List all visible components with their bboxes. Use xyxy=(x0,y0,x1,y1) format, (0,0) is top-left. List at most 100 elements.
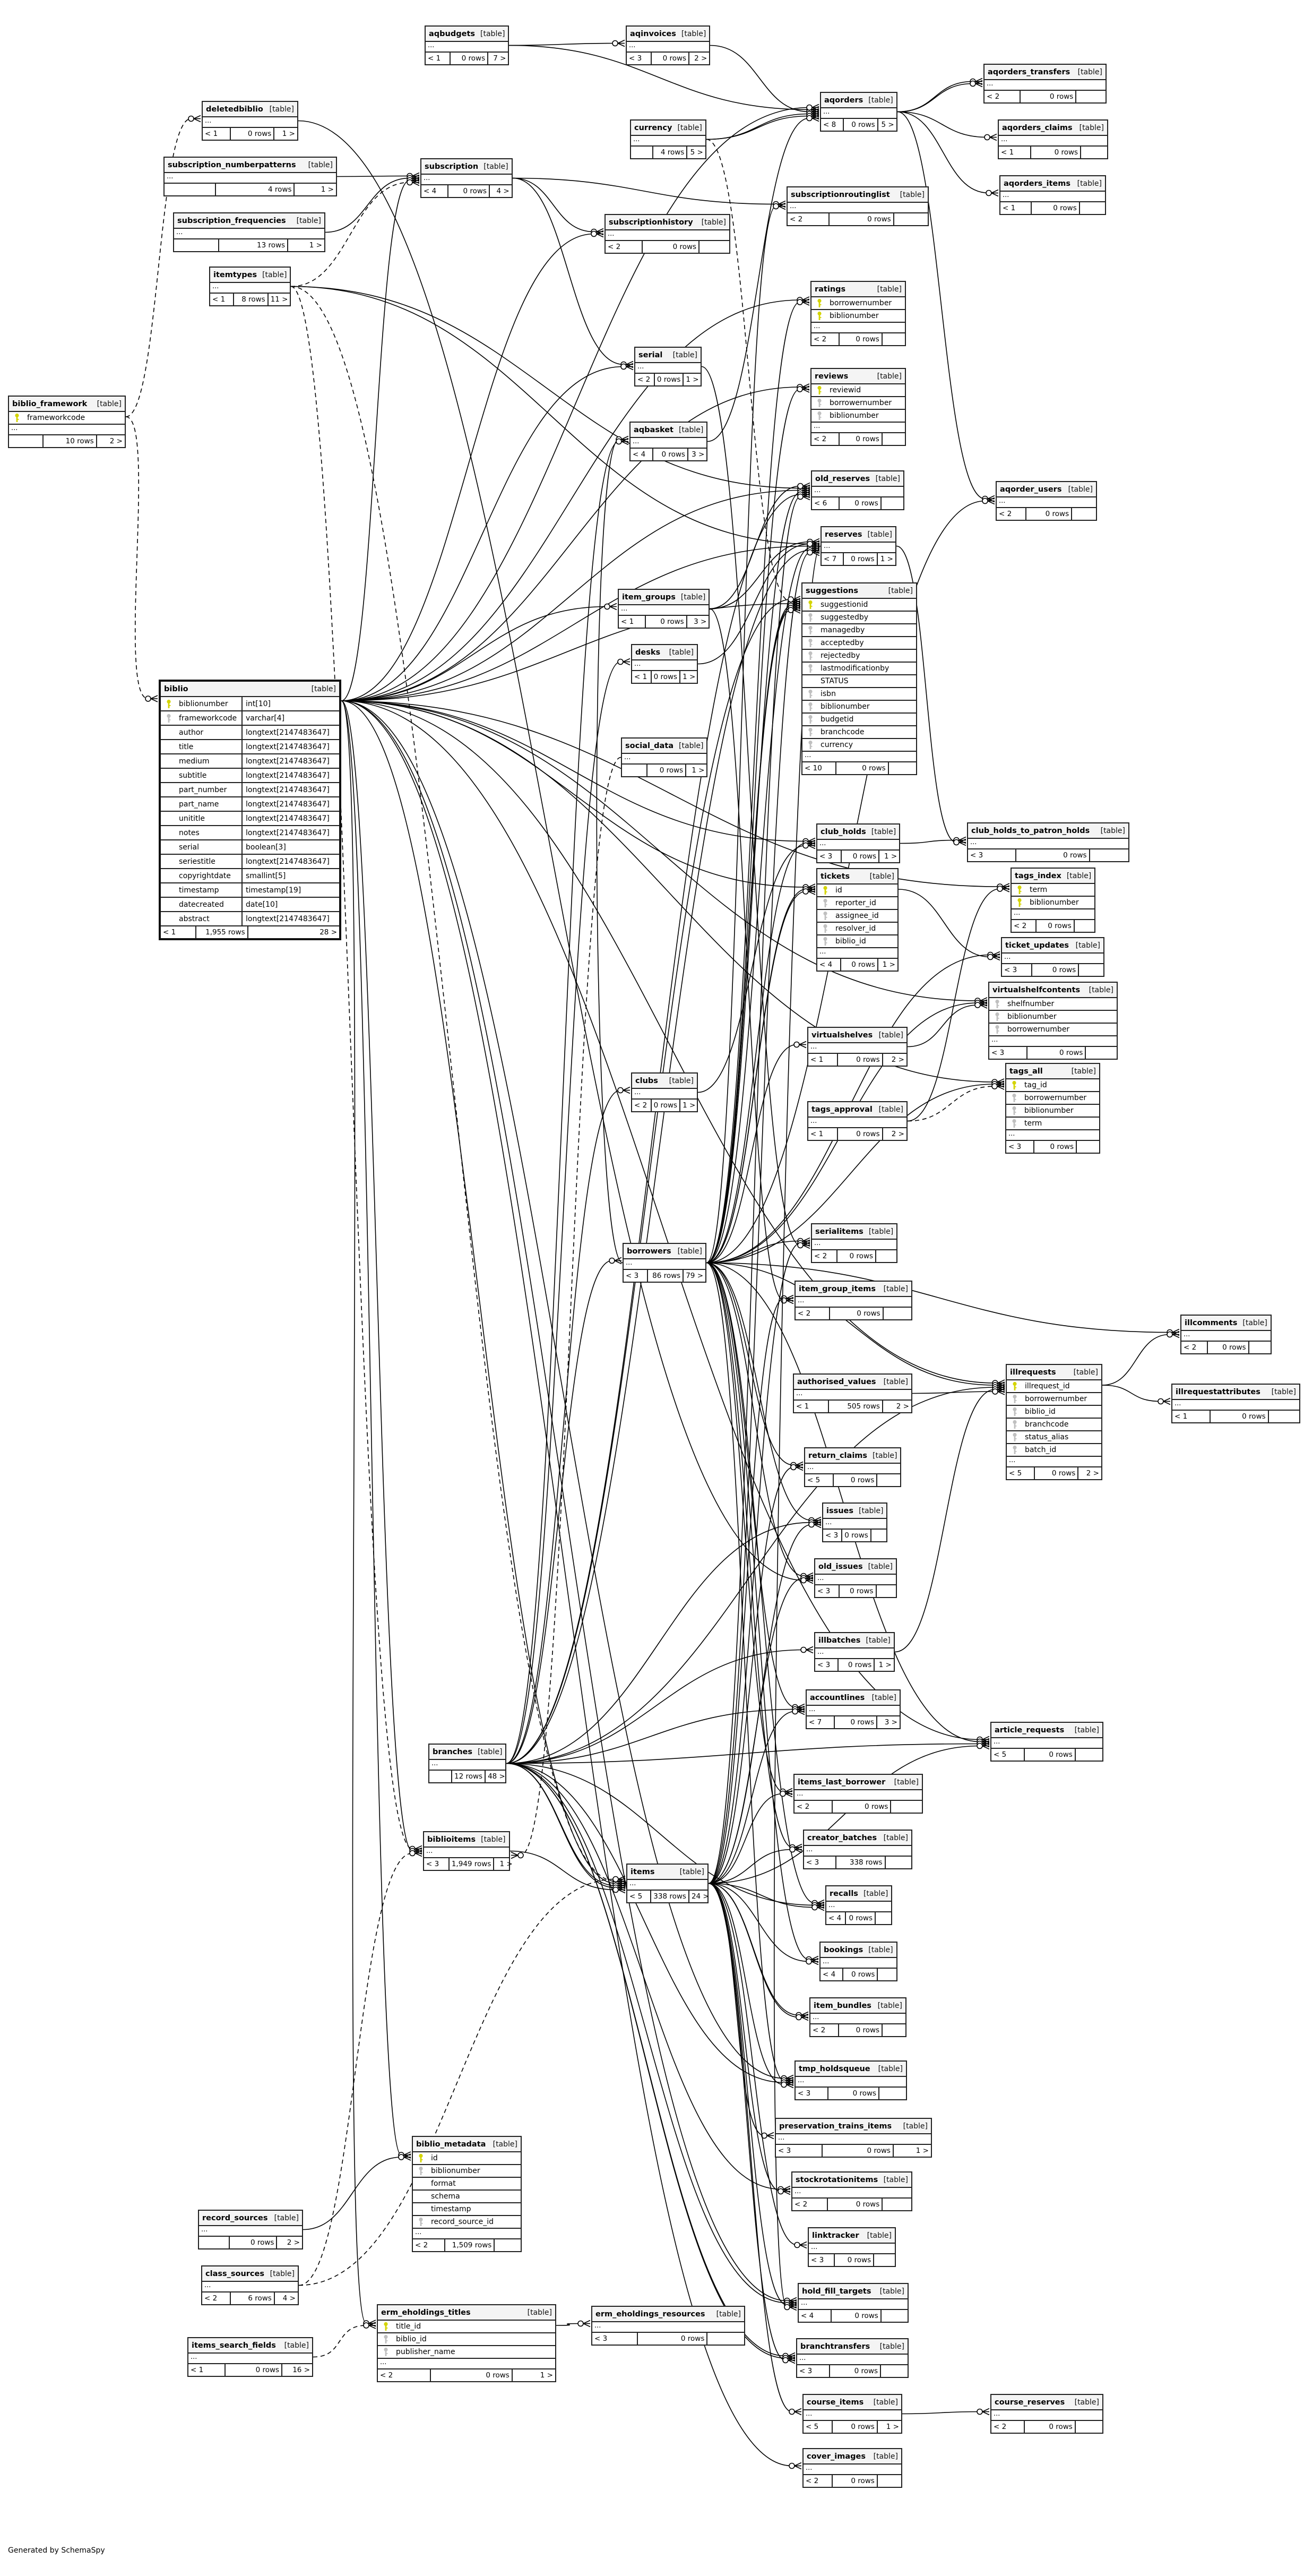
child-count[interactable] xyxy=(1269,1411,1299,1422)
table-illbatches[interactable]: illbatches [table]... < 3 0 rows 1 > xyxy=(814,1632,895,1672)
table-items[interactable]: items [table]... < 5 338 rows 24 > xyxy=(626,1864,709,1903)
table-header[interactable]: biblio_metadata [table] xyxy=(413,2137,521,2152)
child-count[interactable] xyxy=(1077,1141,1099,1153)
table-column[interactable]: borrowernumber xyxy=(811,297,905,310)
table-currency[interactable]: currency [table]... 4 rows 5 > xyxy=(630,119,706,159)
more-columns-ellipsis[interactable]: ... xyxy=(631,136,705,147)
table-biblio-framework[interactable]: biblio_framework [table]frameworkcode...… xyxy=(8,396,126,448)
more-columns-ellipsis[interactable]: ... xyxy=(627,1880,707,1891)
table-header[interactable]: serialitems [table] xyxy=(812,1224,897,1240)
table-ticket-updates[interactable]: ticket_updates [table]... < 3 0 rows xyxy=(1001,937,1104,977)
more-columns-ellipsis[interactable]: ... xyxy=(810,2014,905,2024)
parent-count[interactable]: < 4 xyxy=(826,1912,846,1924)
child-count[interactable]: 16 > xyxy=(292,2366,310,2374)
table-illrequestattributes[interactable]: illrequestattributes [table]... < 1 0 ro… xyxy=(1171,1384,1300,1423)
table-serial[interactable]: serial [table]... < 2 0 rows 1 > xyxy=(634,347,702,387)
child-count[interactable]: 7 > xyxy=(493,54,506,63)
more-columns-ellipsis[interactable]: ... xyxy=(624,1259,705,1270)
more-columns-ellipsis[interactable]: ... xyxy=(792,2188,911,2199)
table-old-issues[interactable]: old_issues [table]... < 3 0 rows xyxy=(814,1558,897,1598)
table-header[interactable]: bookings [table] xyxy=(821,1943,896,1958)
parent-count[interactable]: < 3 xyxy=(817,851,842,862)
child-count[interactable] xyxy=(882,2310,908,2322)
parent-count[interactable]: < 1 xyxy=(426,53,451,64)
more-columns-ellipsis[interactable]: ... xyxy=(796,2077,906,2088)
child-count[interactable] xyxy=(879,2088,906,2099)
child-count[interactable]: 1 > xyxy=(686,375,699,384)
more-columns-ellipsis[interactable]: ... xyxy=(991,2410,1102,2421)
parent-count[interactable]: < 5 xyxy=(627,1891,652,1902)
child-count[interactable]: 1 > xyxy=(692,766,705,775)
table-column[interactable]: assignee_id xyxy=(817,910,897,923)
child-count[interactable]: 5 > xyxy=(690,148,703,157)
child-count[interactable]: 1 > xyxy=(540,2371,553,2380)
parent-count[interactable]: < 2 xyxy=(810,2024,839,2036)
table-column[interactable]: budgetid xyxy=(802,714,916,726)
parent-count[interactable]: < 3 xyxy=(1002,964,1033,976)
child-count[interactable]: 2 > xyxy=(287,2238,300,2247)
parent-count[interactable]: < 2 xyxy=(804,2475,833,2487)
table-column[interactable]: shelfnumber xyxy=(989,998,1117,1011)
child-count[interactable] xyxy=(874,2254,895,2266)
child-count[interactable]: 28 > xyxy=(319,928,337,937)
parent-count[interactable]: < 1 xyxy=(999,147,1032,158)
child-count[interactable]: 2 > xyxy=(1086,1469,1099,1478)
table-column[interactable]: id xyxy=(413,2152,521,2165)
parent-count[interactable]: < 2 xyxy=(811,433,840,445)
parent-count[interactable]: < 2 xyxy=(792,2199,828,2210)
table-aqinvoices[interactable]: aqinvoices [table]... < 3 0 rows 2 > xyxy=(626,25,711,65)
table-header[interactable]: virtualshelfcontents [table] xyxy=(989,983,1117,998)
more-columns-ellipsis[interactable]: ... xyxy=(823,1519,887,1530)
child-count[interactable] xyxy=(495,2239,521,2251)
more-columns-ellipsis[interactable]: ... xyxy=(210,283,290,294)
parent-count[interactable] xyxy=(9,435,44,447)
parent-count[interactable]: < 2 xyxy=(413,2239,445,2251)
parent-count[interactable]: < 2 xyxy=(1012,920,1037,932)
child-count[interactable]: 2 > xyxy=(109,437,123,445)
table-header[interactable]: subscription_numberpatterns [table] xyxy=(165,158,336,173)
table-subscriptionhistory[interactable]: subscriptionhistory [table]... < 2 0 row… xyxy=(604,214,730,254)
child-count[interactable] xyxy=(1249,1342,1271,1353)
parent-count[interactable]: < 1 xyxy=(619,616,646,628)
parent-count[interactable]: < 1 xyxy=(808,1054,838,1066)
table-column[interactable]: borrowernumber xyxy=(811,397,905,410)
parent-count[interactable]: < 4 xyxy=(631,449,653,460)
child-count[interactable] xyxy=(876,1250,896,1262)
more-columns-ellipsis[interactable]: ... xyxy=(378,2359,555,2369)
child-count[interactable] xyxy=(883,2199,911,2210)
table-column[interactable]: biblio_id xyxy=(378,2333,555,2346)
more-columns-ellipsis[interactable]: ... xyxy=(174,229,324,239)
table-column[interactable]: resolver_id xyxy=(817,923,897,935)
more-columns-ellipsis[interactable]: ... xyxy=(635,363,701,374)
more-columns-ellipsis[interactable]: ... xyxy=(619,605,709,616)
parent-count[interactable]: < 1 xyxy=(632,671,652,683)
table-branchtransfers[interactable]: branchtransfers [table]... < 3 0 rows xyxy=(796,2338,909,2378)
table-tmp-holdsqueue[interactable]: tmp_holdsqueue [table]... < 3 0 rows xyxy=(795,2060,907,2100)
table-column[interactable]: format xyxy=(413,2178,521,2191)
parent-count[interactable]: < 2 xyxy=(788,213,830,225)
parent-count[interactable]: < 3 xyxy=(424,1858,450,1870)
table-tags-approval[interactable]: tags_approval [table]... < 1 0 rows 2 > xyxy=(807,1101,908,1141)
child-count[interactable] xyxy=(889,762,916,774)
table-column[interactable]: batch_id xyxy=(1007,1444,1101,1457)
parent-count[interactable]: < 1 xyxy=(203,128,231,140)
table-header[interactable]: aqorders [table] xyxy=(821,93,896,108)
more-columns-ellipsis[interactable]: ... xyxy=(799,2299,908,2310)
table-header[interactable]: class_sources [table] xyxy=(202,2266,298,2282)
table-course-reserves[interactable]: course_reserves [table]... < 2 0 rows xyxy=(990,2394,1103,2434)
table-column[interactable]: reviewid xyxy=(811,384,905,397)
parent-count[interactable]: < 3 xyxy=(592,2333,638,2345)
parent-count[interactable]: < 3 xyxy=(1006,1141,1034,1153)
child-count[interactable]: 1 > xyxy=(282,130,295,138)
table-column[interactable]: branchcode xyxy=(1007,1419,1101,1431)
table-illcomments[interactable]: illcomments [table]... < 2 0 rows xyxy=(1180,1315,1272,1354)
table-header[interactable]: aqinvoices [table] xyxy=(627,27,710,42)
table-column[interactable]: STATUS xyxy=(802,675,916,688)
